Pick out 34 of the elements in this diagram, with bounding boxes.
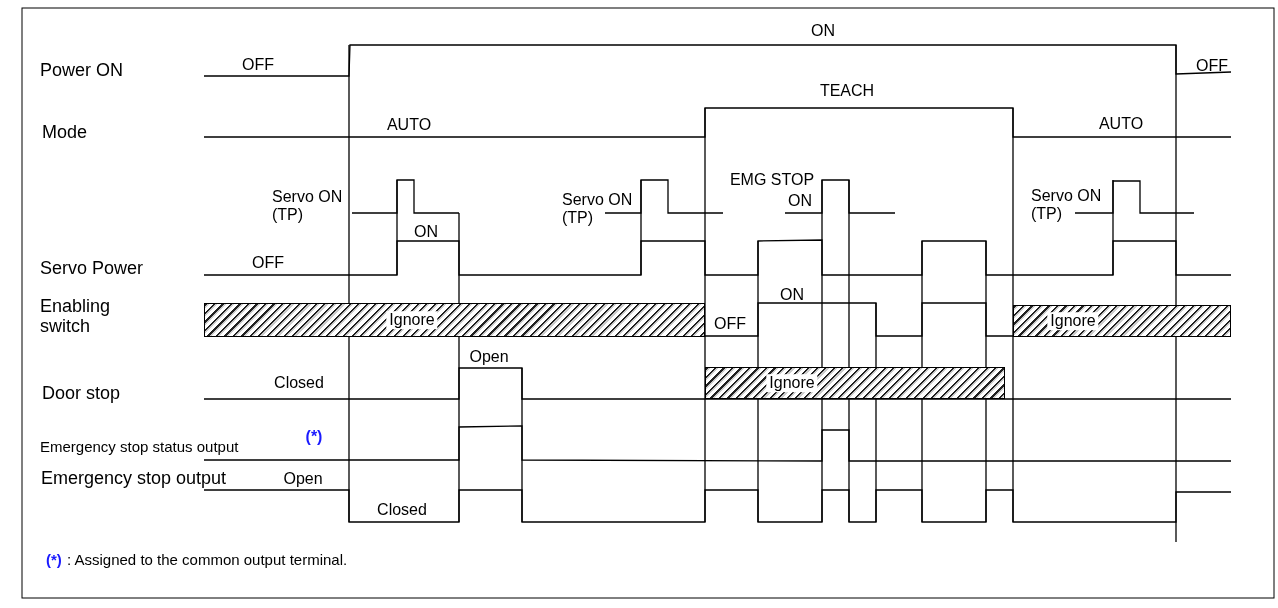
signal-name: Emergency stop status output [40, 438, 239, 456]
state-label: Closed [377, 501, 427, 519]
state-label: Open [283, 470, 323, 488]
state-label: AUTO [1098, 115, 1144, 133]
signal-name: Servo Power [40, 259, 144, 279]
signal-name: Emergency stop output [41, 469, 227, 489]
event-label: Servo ON (TP) [272, 188, 344, 224]
state-label: ON [788, 192, 812, 210]
state-label: AUTO [386, 116, 432, 134]
signal-name: Power ON [40, 61, 124, 81]
state-label: ON [414, 223, 438, 241]
hatched-band [1013, 305, 1231, 337]
state-label: OFF [242, 56, 274, 74]
state-label: ON [811, 22, 835, 40]
state-label: TEACH [819, 82, 875, 100]
band-label: Ignore [1047, 312, 1099, 330]
footnote-mark: (*) [46, 551, 62, 569]
state-label: OFF [252, 254, 284, 272]
footnote-text: : Assigned to the common output terminal. [67, 551, 348, 569]
footnote-mark: (*) [305, 428, 323, 446]
signal-name: Door stop [42, 384, 121, 404]
event-label: Servo ON (TP) [1031, 187, 1103, 223]
band-label: Ignore [766, 374, 818, 392]
hatched-band [204, 303, 705, 337]
signal-name: Enabling switch [40, 297, 112, 337]
state-label: OFF [714, 315, 746, 333]
state-label: Closed [274, 374, 324, 392]
band-label: Ignore [386, 311, 438, 329]
signal-name: Mode [42, 123, 88, 143]
event-label: Servo ON (TP) [562, 191, 634, 227]
event-label: EMG STOP [729, 171, 815, 189]
hatched-band [705, 367, 1005, 399]
state-label: ON [780, 286, 804, 304]
state-label: OFF [1196, 57, 1228, 75]
